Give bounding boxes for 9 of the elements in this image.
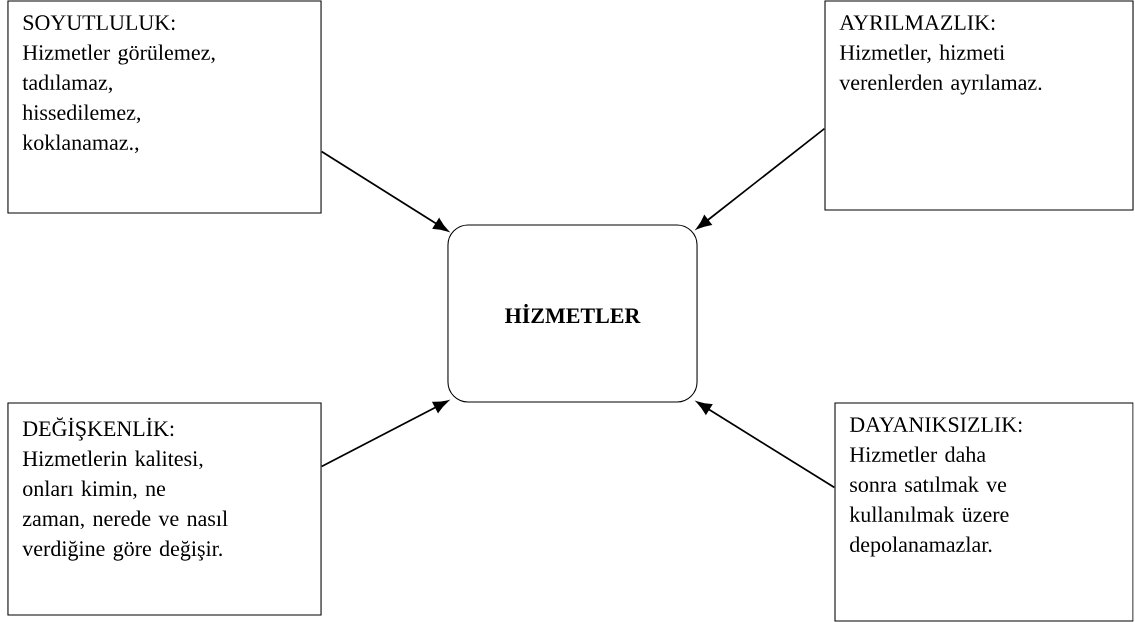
text-box: DEĞİŞKENLİK: Hizmetlerin kalitesi, onları kimin, ne zaman, nerede ve nasıl verdiğine göre değişir. <box>7 402 322 616</box>
arrow <box>696 401 836 489</box>
arrow <box>320 150 449 232</box>
arrow <box>320 400 449 468</box>
text-box: AYRILMAZLIK: Hizmetler, hizmeti verenlerden ayrılamaz. <box>824 0 1134 211</box>
text-box: DAYANIKSIZLIK: Hizmetler daha sonra satılmak ve kullanılmak üzere depolanamazlar. <box>834 402 1134 622</box>
text-box: SOYUTLULUK: Hizmetler görülemez, tadılamaz, hissedilemez, koklanamaz., <box>7 0 322 214</box>
arrow <box>696 127 826 230</box>
central-box: HİZMETLER <box>447 224 698 403</box>
